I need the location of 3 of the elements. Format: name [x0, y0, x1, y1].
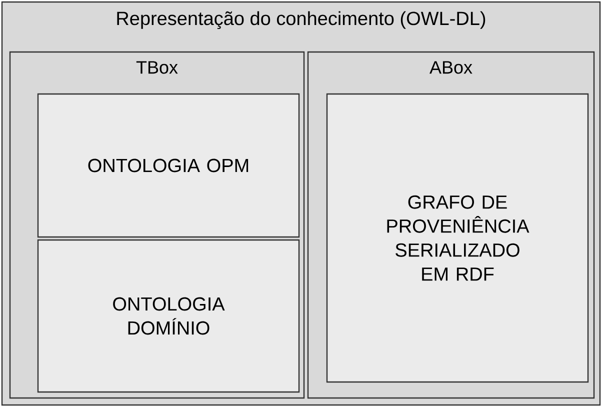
- box: GRAFO DE PROVENIÊNCIA SERIALIZADO EM RDF: [326, 93, 589, 383]
- box: ONTOLOGIA DOMÍNIO: [37, 239, 300, 393]
- box: ONTOLOGIA OPM: [37, 93, 300, 238]
